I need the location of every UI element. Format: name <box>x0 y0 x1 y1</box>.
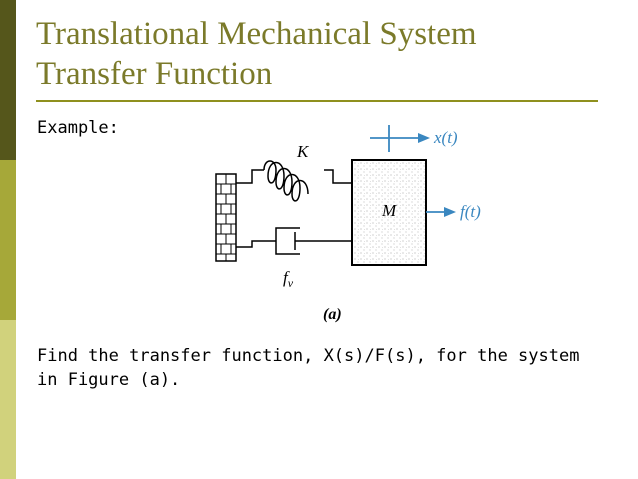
damper-label-main: f <box>283 268 290 287</box>
damper-label-subscript: v <box>288 276 294 290</box>
wall <box>215 173 237 262</box>
slide-title-line2: Transfer Function <box>36 56 273 92</box>
damper <box>236 227 352 255</box>
position-label: x(t) <box>433 128 458 147</box>
sidebar-accent-dark <box>0 0 16 160</box>
slide-title: Translational Mechanical System Transfer… <box>36 14 477 94</box>
position-arrow <box>370 125 430 152</box>
figure-caption: (a) <box>323 306 342 323</box>
example-label: Example: <box>37 118 119 138</box>
spring-label: K <box>296 142 310 161</box>
mass-label: M <box>381 201 397 220</box>
spring <box>236 160 352 202</box>
question-text: Find the transfer function, X(s)/F(s), f… <box>37 346 580 390</box>
slide-title-line1: Translational Mechanical System <box>36 16 477 52</box>
title-divider <box>36 100 598 102</box>
mass-block <box>351 159 427 266</box>
damper-label: fv <box>283 268 294 290</box>
force-label: f(t) <box>460 202 481 221</box>
sidebar-accent-light <box>0 320 16 479</box>
sidebar-accent-mid <box>0 160 16 320</box>
force-arrow <box>426 207 456 217</box>
